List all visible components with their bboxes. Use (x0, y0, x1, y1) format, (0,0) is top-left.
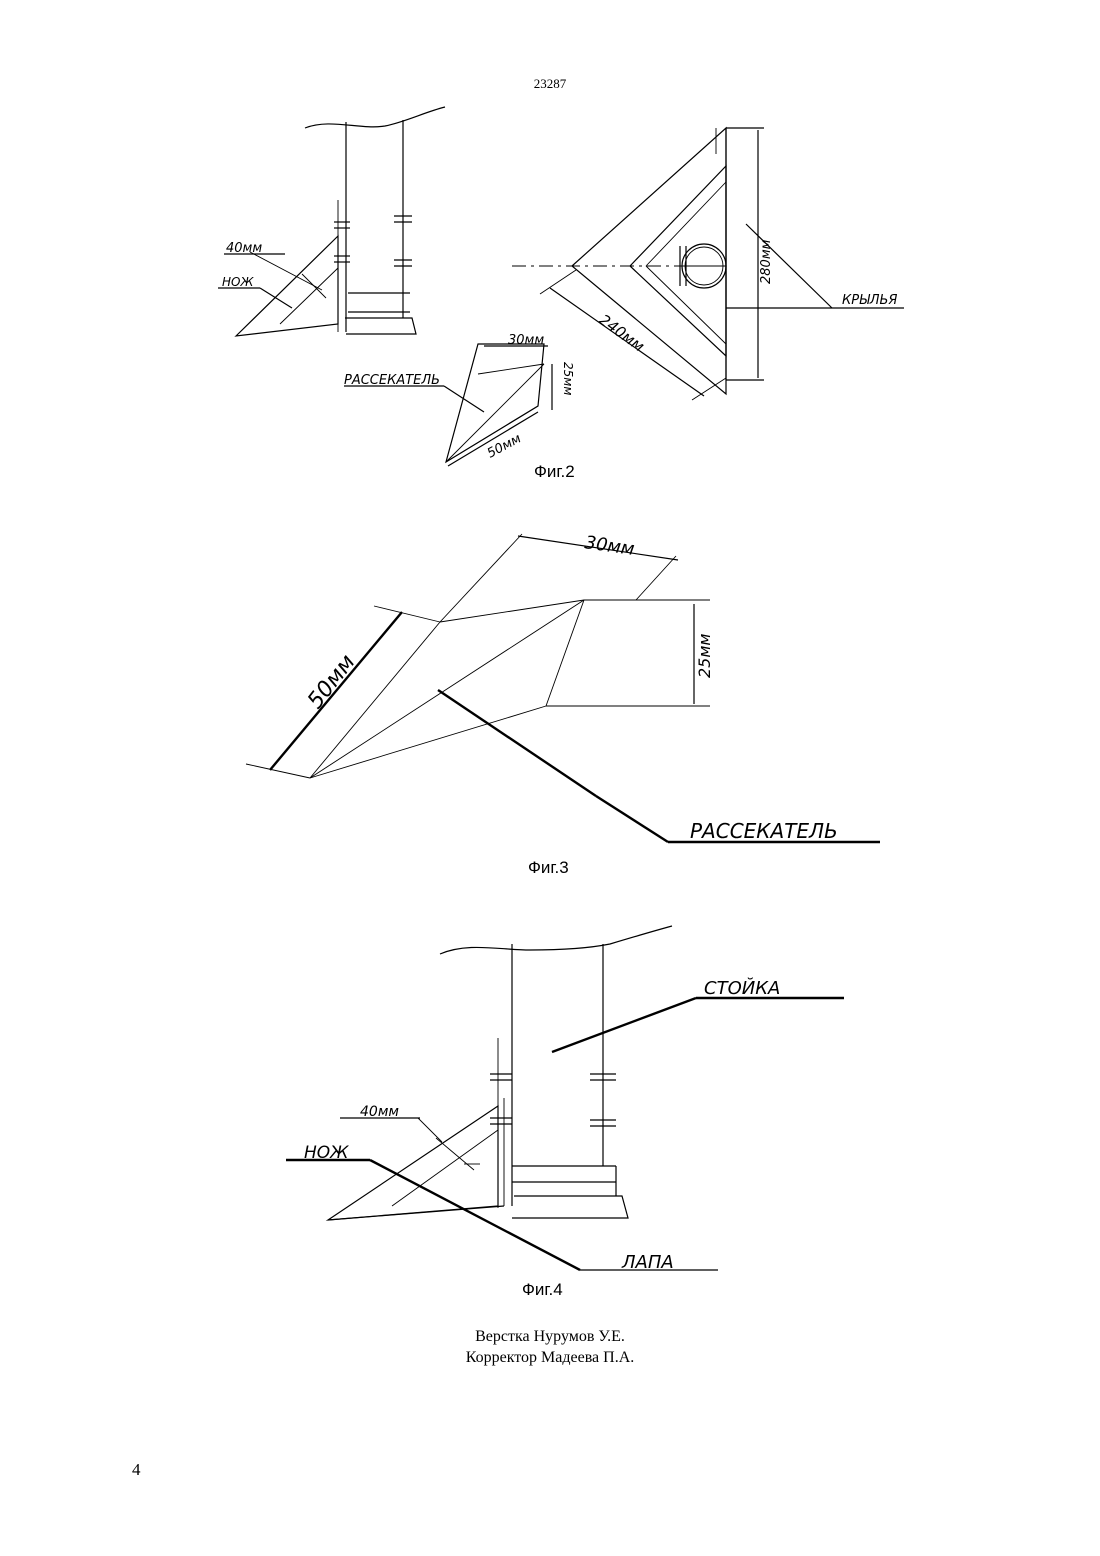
fig2-stand-view: 40мм НОЖ (218, 107, 445, 336)
fig2-label-30: 30мм (508, 333, 544, 348)
fig2-dim-240-ext (540, 270, 576, 294)
fig2-dim-leader (250, 252, 322, 290)
fig3-ridge (310, 600, 584, 778)
fig2-shoe-base (345, 318, 416, 334)
fig2-knife-leader (260, 288, 292, 308)
footer-layout-credit: Верстка Нурумов У.Е. (0, 1326, 1100, 1347)
fig2-splitter: 30мм 25мм 50мм РАССЕКАТЕЛЬ (344, 333, 575, 466)
fig2-wings-inner (630, 166, 726, 356)
fig4-label-knife: НОЖ (304, 1143, 349, 1163)
footer-corrector-credit: Корректор Мадеева П.А. (0, 1347, 1100, 1368)
fig4-knife-leader (370, 1160, 580, 1270)
fig2-label-50: 50мм (485, 431, 524, 461)
fig3-back-edge (546, 600, 584, 706)
fig4-caption: Фиг.4 (522, 1280, 563, 1300)
fig2-label-knife: НОЖ (222, 275, 254, 289)
fig3-label-25: 25мм (695, 634, 714, 679)
fig2-label-25: 25мм (561, 362, 575, 395)
fig3-label-50: 50мм (303, 650, 360, 714)
fig3-caption: Фиг.3 (528, 858, 569, 878)
fig4-shoe-base (512, 1196, 628, 1218)
fig3-edge (440, 600, 584, 622)
fig2-label-240: 240мм (596, 311, 648, 356)
footer-credits: Верстка Нурумов У.Е. Корректор Мадеева П… (0, 1326, 1100, 1368)
fig3-ext-line (636, 556, 676, 600)
fig3-label-splitter: РАССЕКАТЕЛЬ (690, 819, 838, 843)
page-number-bottom: 4 (132, 1460, 141, 1480)
fig4-label-40: 40мм (360, 1104, 399, 1120)
fig2-wings-view: 280мм 240мм КРЫЛЬЯ (512, 128, 904, 400)
fig3-splitter: 30мм 25мм 50мм РАССЕКАТЕЛЬ (246, 532, 880, 843)
fig2-label-280: 280мм (759, 239, 774, 284)
fig4-knife-base (328, 1206, 504, 1220)
fig3-ext-line (440, 534, 522, 622)
fig2-caption: Фиг.2 (534, 462, 575, 482)
fig2-wings-outer (572, 128, 726, 394)
fig2-knife-edge (280, 268, 338, 324)
fig2-label-splitter: РАССЕКАТЕЛЬ (344, 373, 440, 388)
fig2-splitter-leader (444, 386, 484, 412)
fig3-bottom-edge (310, 706, 546, 778)
fig4-dim-arrow (418, 1118, 442, 1142)
fig3-tip-edge (246, 764, 310, 778)
fig4-label-paw: ЛАПА (621, 1252, 674, 1273)
fig2-label-40: 40мм (226, 241, 262, 256)
fig4-stand-leader (552, 998, 696, 1052)
fig4-stand-view: СТОЙКА 40мм НОЖ ЛАПА (286, 926, 844, 1273)
fig4-dim-leader (436, 1138, 474, 1170)
fig4-label-stand: СТОЙКА (704, 977, 780, 999)
fig2-break-line (305, 107, 445, 128)
fig3-label-30: 30мм (583, 532, 635, 560)
fig2-label-wings: КРЫЛЬЯ (842, 293, 897, 308)
fig2-splitter-edge (478, 364, 544, 374)
fig2-dim-arrow (302, 274, 326, 298)
fig3-splitter-leader (596, 796, 668, 842)
fig4-knife-outline (328, 1106, 498, 1220)
fig4-break-line (440, 926, 672, 954)
fig3-edge (374, 606, 440, 622)
